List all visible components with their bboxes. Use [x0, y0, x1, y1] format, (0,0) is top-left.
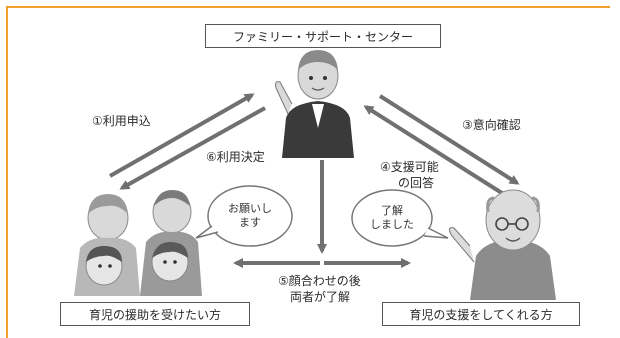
arrow-step3 [378, 94, 520, 185]
right-speech-bubble [351, 189, 433, 247]
requester-label-box: 育児の援助を受けたい方 [60, 302, 250, 326]
step5-label-line1: ⑤顔合わせの後 [278, 274, 361, 288]
right-bubble-text: 了解 しました [362, 204, 422, 232]
elderly-man-figure [448, 189, 556, 300]
step1-label: ①利用申込 [92, 114, 151, 128]
left-speech-bubble [207, 185, 293, 247]
arrow-step6 [119, 106, 266, 190]
right-bubble-line1: 了解 [381, 204, 403, 217]
step3-label: ③意向確認 [462, 118, 521, 132]
step5-label-line2: 両者が了解 [290, 290, 351, 304]
left-bubble-text: お願いし ます [222, 202, 278, 230]
left-bubble-line1: お願いし [228, 202, 272, 215]
frame-left-border [6, 6, 8, 338]
arrow-step4 [363, 105, 507, 197]
coordinator-figure [275, 50, 354, 158]
frame-top-border [6, 6, 610, 8]
step6-label: ⑥利用決定 [206, 150, 265, 164]
center-title-box: ファミリー・サポート・センター [205, 24, 441, 48]
step4-label-line2: の回答 [398, 176, 435, 190]
family-figure [74, 190, 202, 296]
step4-label-line1: ④支援可能 [380, 160, 439, 174]
left-bubble-line2: ます [239, 216, 261, 229]
provider-label-box: 育児の支援をしてくれる方 [382, 302, 580, 326]
arrow-step1 [109, 93, 255, 178]
right-bubble-line2: しました [370, 218, 414, 231]
